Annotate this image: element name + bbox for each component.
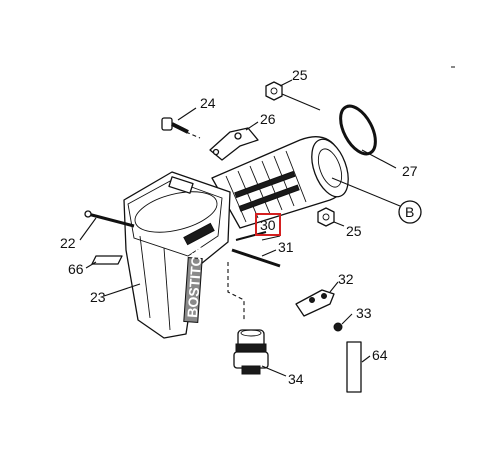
highlight-box-30 (255, 213, 281, 236)
callout-64: 64 (372, 347, 388, 363)
nut-25-top (265, 81, 283, 101)
bracket-26 (209, 127, 259, 161)
housing-brand-text: BOSTITCH (184, 246, 205, 319)
pin-22 (84, 210, 135, 228)
assembly-lines (185, 131, 245, 320)
ball-33 (333, 322, 343, 332)
callout-33: 33 (356, 305, 372, 321)
housing-body: BOSTITCH (123, 171, 231, 339)
callout-66: 66 (68, 261, 84, 277)
callout-26: 26 (260, 111, 276, 127)
handle-grip (211, 136, 349, 229)
callout-30: 30 (260, 217, 276, 233)
callout-22: 22 (60, 235, 76, 251)
valve-34 (233, 329, 269, 375)
callout-labels: 25 24 26 27 B 25 30 31 22 66 23 32 33 64… (60, 67, 422, 387)
callout-32: 32 (338, 271, 354, 287)
callout-24: 24 (200, 95, 216, 111)
callout-b: B (405, 204, 414, 220)
callout-34: 34 (288, 371, 304, 387)
callout-b-circle (398, 200, 422, 224)
callout-23: 23 (90, 289, 106, 305)
callout-27: 27 (402, 163, 418, 179)
oring-27 (339, 104, 377, 156)
callout-31: 31 (278, 239, 294, 255)
callout-25-lower: 25 (346, 223, 362, 239)
nut-25-lower (317, 207, 335, 227)
label-66 (91, 255, 123, 265)
rod-31 (231, 231, 281, 268)
latch-32 (295, 289, 335, 317)
label-64 (346, 341, 362, 393)
leader-lines (79, 79, 401, 377)
screw-24 (161, 117, 189, 134)
callout-25-top: 25 (292, 67, 308, 83)
